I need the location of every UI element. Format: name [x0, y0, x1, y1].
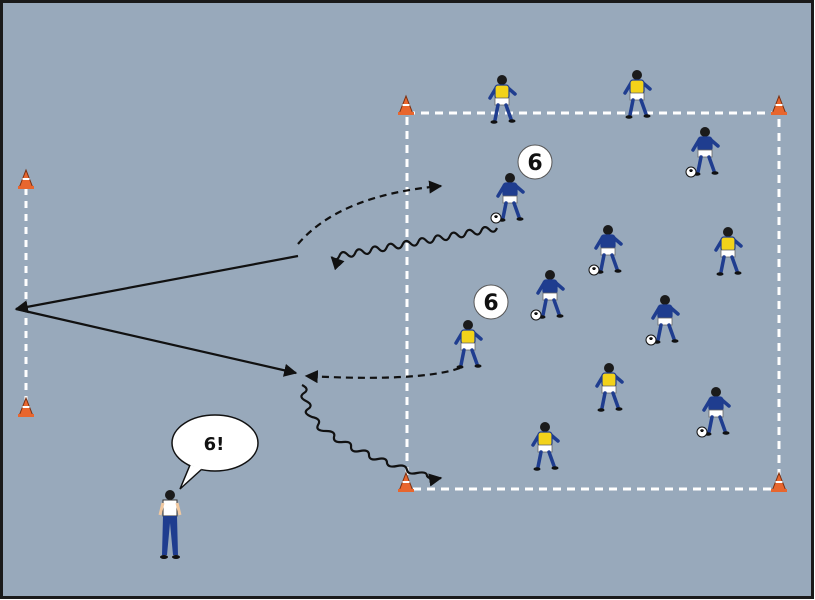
cones: [18, 94, 787, 492]
player-blue: [685, 127, 720, 178]
cone-icon: [18, 396, 34, 417]
players: [454, 70, 743, 471]
ball-icon: [588, 264, 600, 276]
movement-arrows: [14, 180, 499, 487]
ball-icon: [685, 166, 697, 178]
pass-arrow-lower: [15, 307, 298, 377]
player-yellow: [488, 75, 517, 124]
dribble-arrow-lower: [300, 384, 443, 487]
run-arrow-upper: [297, 180, 443, 245]
cone-icon: [398, 94, 414, 115]
cone-icon: [398, 471, 414, 492]
number-badge-text: 6: [527, 151, 542, 176]
number-badge: 6: [517, 144, 553, 180]
grid-boundary: [405, 111, 781, 491]
coach-figure: [158, 490, 182, 559]
player-yellow: [714, 227, 743, 276]
coach-callout-text: 6!: [204, 434, 225, 455]
ball-icon: [530, 309, 542, 321]
ball-icon: [696, 426, 708, 438]
ball-icon: [645, 334, 657, 346]
player-blue: [490, 173, 525, 224]
cone-icon: [771, 471, 787, 492]
number-badge-text: 6: [483, 291, 498, 316]
ball-icon: [490, 212, 502, 224]
cone-icon: [771, 94, 787, 115]
player-blue: [696, 387, 731, 438]
cone-icon: [18, 168, 34, 189]
coach-speech-bubble: 6!: [171, 414, 259, 490]
player-blue: [530, 270, 565, 321]
pass-arrow-upper: [14, 254, 299, 314]
player-yellow: [623, 70, 652, 119]
player-yellow: [595, 363, 624, 412]
player-yellow: [531, 422, 560, 471]
player-yellow: [454, 320, 483, 369]
dribble-arrow-upper: [330, 226, 499, 271]
player-blue: [645, 295, 680, 346]
player-blue: [588, 225, 623, 276]
number-badge: 6: [473, 284, 509, 320]
